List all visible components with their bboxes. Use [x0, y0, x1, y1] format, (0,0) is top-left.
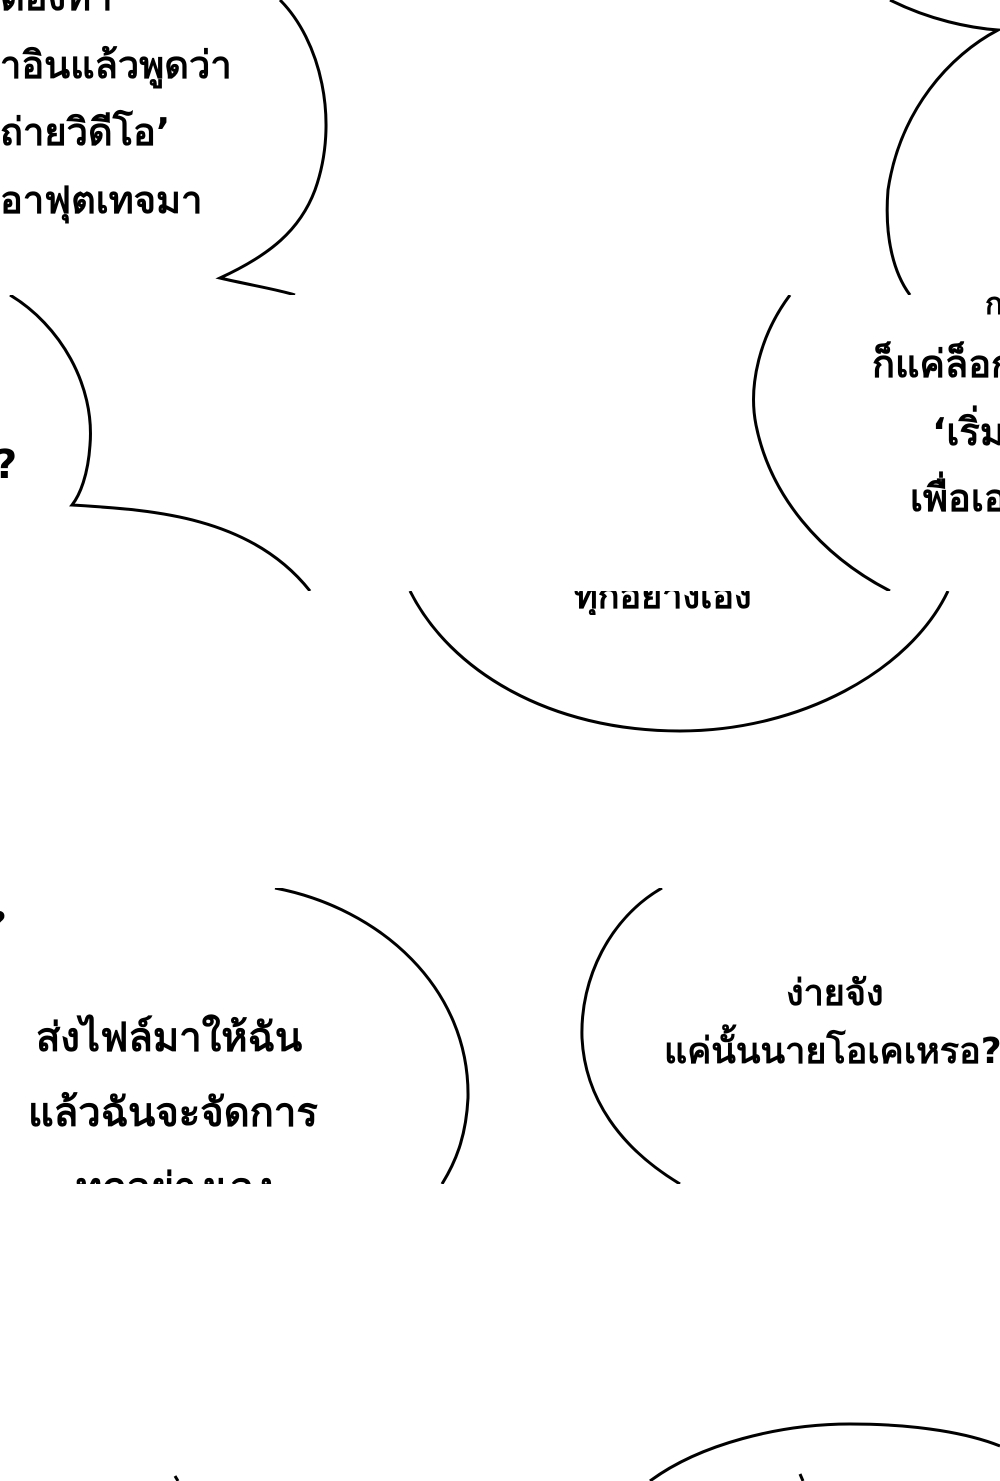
speech-line: แล้วฉันจะจัดการ	[28, 1090, 318, 1136]
speech-bubble-outlines	[215, 0, 1000, 295]
speech-bubble-outlines	[408, 591, 950, 733]
text-fragment-mark	[798, 1473, 805, 1481]
speech-line: อาฟุตเทจมา	[0, 178, 203, 222]
comic-gap-area: ทุกอย่างเอง	[0, 591, 1000, 888]
speech-bubble-left	[215, 0, 328, 295]
speech-bubble-left	[9, 295, 312, 591]
speech-fragment-left: ?	[0, 908, 6, 936]
speech-bubble-bottom	[649, 1422, 1000, 1481]
speech-line: ต้องทำ	[0, 0, 112, 16]
speech-bubble-outlines	[9, 295, 891, 591]
speech-line: เพื่อเอ	[910, 476, 1000, 520]
speech-bubble-center	[408, 591, 950, 733]
speech-fragment-right-top: ก	[985, 295, 1000, 322]
text-fragment-mark	[173, 1475, 180, 1481]
speech-line: ทุกอย่างเอง	[76, 1168, 273, 1184]
speech-line: าอินแล้วพูดว่า	[0, 43, 232, 87]
speech-line: ‘เริ่ม	[932, 410, 1000, 454]
speech-line: ง่ายจัง	[786, 973, 884, 1014]
comic-panel-1: ต้องทำ าอินแล้วพูดว่า ถ่ายวิดีโอ’ อาฟุตเ…	[0, 0, 1000, 295]
speech-bubble-right	[752, 295, 891, 591]
speech-line: แค่นั้นนายโอเคเหรอ?	[664, 1031, 1000, 1072]
speech-line: ส่งไฟล์มาให้ฉัน	[36, 1015, 303, 1061]
speech-fragment-left: ?	[0, 445, 17, 485]
comic-bottom-area	[0, 1184, 1000, 1481]
comic-panel-3: ? ส่งไฟล์มาให้ฉัน แล้วฉันจะจัดการ ทุกอย่…	[0, 888, 1000, 1184]
speech-bubble-right	[885, 0, 1000, 295]
speech-line: ก็แค่ล็อก	[872, 342, 1000, 386]
speech-bubble-outlines	[173, 1422, 1000, 1481]
speech-bubble-right	[580, 888, 681, 1184]
speech-fragment-center: ทุกอย่างเอง	[574, 591, 752, 617]
comic-panel-2: ? ก ก็แค่ล็อก ‘เริ่ม เพื่อเอ	[0, 295, 1000, 591]
speech-bubble-left	[274, 888, 470, 1184]
speech-bubble-outlines	[274, 888, 681, 1184]
speech-line: ถ่ายวิดีโอ’	[0, 110, 171, 154]
